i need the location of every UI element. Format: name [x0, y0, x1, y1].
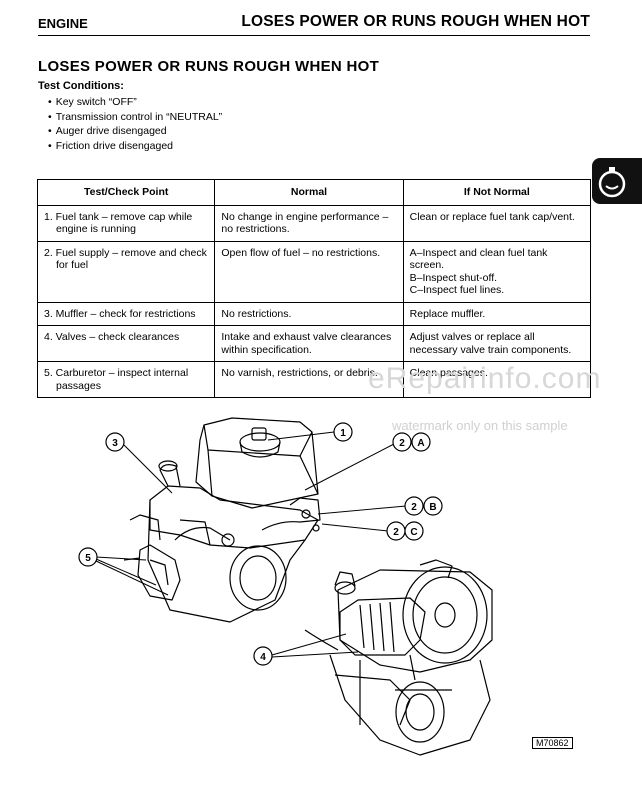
- not-normal-cell: Clean or replace fuel tank cap/vent.: [402, 204, 592, 242]
- not-normal-cell: A–Inspect and clean fuel tank screen. B–…: [402, 240, 592, 303]
- check-point-cell: 2. Fuel supply – remove and check for fu…: [44, 246, 207, 272]
- troubleshooting-table: Test/Check Point Normal If Not Normal 1.…: [36, 179, 592, 398]
- callout-3: 3: [112, 438, 118, 449]
- callout-1: 1: [340, 428, 346, 439]
- table-row: 3. Muffler – check for restrictions No r…: [36, 301, 592, 326]
- not-normal-cell: Clean passages.: [402, 361, 592, 398]
- list-item: Auger drive disengaged: [48, 124, 222, 139]
- check-point-cell: 5. Carburetor – inspect internal passage…: [44, 367, 189, 392]
- callout-4: 4: [260, 652, 266, 663]
- page-title: LOSES POWER OR RUNS ROUGH WHEN HOT: [38, 58, 380, 75]
- test-conditions-label: Test Conditions:: [38, 80, 124, 92]
- check-point-cell: 3. Muffler – check for restrictions: [44, 307, 196, 320]
- table-row: 5. Carburetor – inspect internal passage…: [36, 361, 592, 398]
- table-row: 4. Valves – check clearances Intake and …: [36, 325, 592, 362]
- check-point-cell: 4. Valves – check clearances: [44, 331, 180, 343]
- normal-cell: Open flow of fuel – no restrictions.: [214, 240, 404, 303]
- callout-2: 2: [393, 527, 399, 538]
- section-tab: [592, 158, 642, 204]
- callout-b: B: [429, 502, 436, 513]
- running-header-title: LOSES POWER OR RUNS ROUGH WHEN HOT: [241, 13, 590, 30]
- list-item: Transmission control in “NEUTRAL”: [48, 110, 222, 125]
- list-item: Friction drive disengaged: [48, 139, 222, 154]
- header-divider: [38, 35, 590, 36]
- not-normal-cell: Adjust valves or replace all necessary v…: [402, 325, 592, 362]
- check-point-cell: 1. Fuel tank – remove cap while engine i…: [44, 210, 193, 236]
- normal-cell: No varnish, restrictions, or debris.: [214, 361, 404, 398]
- table-row: 2. Fuel supply – remove and check for fu…: [36, 240, 592, 303]
- section-label: ENGINE: [38, 16, 88, 31]
- list-item: Key switch “OFF”: [48, 95, 222, 110]
- callout-5: 5: [85, 553, 91, 564]
- figure-id: M70862: [532, 737, 573, 749]
- test-conditions-list: Key switch “OFF” Transmission control in…: [48, 95, 222, 153]
- watermark-site: eRepairinfo.com: [368, 362, 602, 395]
- watermark-note: watermark only on this sample: [392, 418, 568, 433]
- callout-2: 2: [399, 438, 405, 449]
- callout-2: 2: [411, 502, 417, 513]
- not-normal-cell: Replace muffler.: [402, 301, 592, 326]
- callout-c: C: [410, 527, 417, 538]
- normal-cell: No restrictions.: [214, 301, 404, 326]
- callout-a: A: [417, 438, 424, 449]
- engine-section-icon: [598, 167, 626, 198]
- table-row: 1. Fuel tank – remove cap while engine i…: [36, 204, 592, 242]
